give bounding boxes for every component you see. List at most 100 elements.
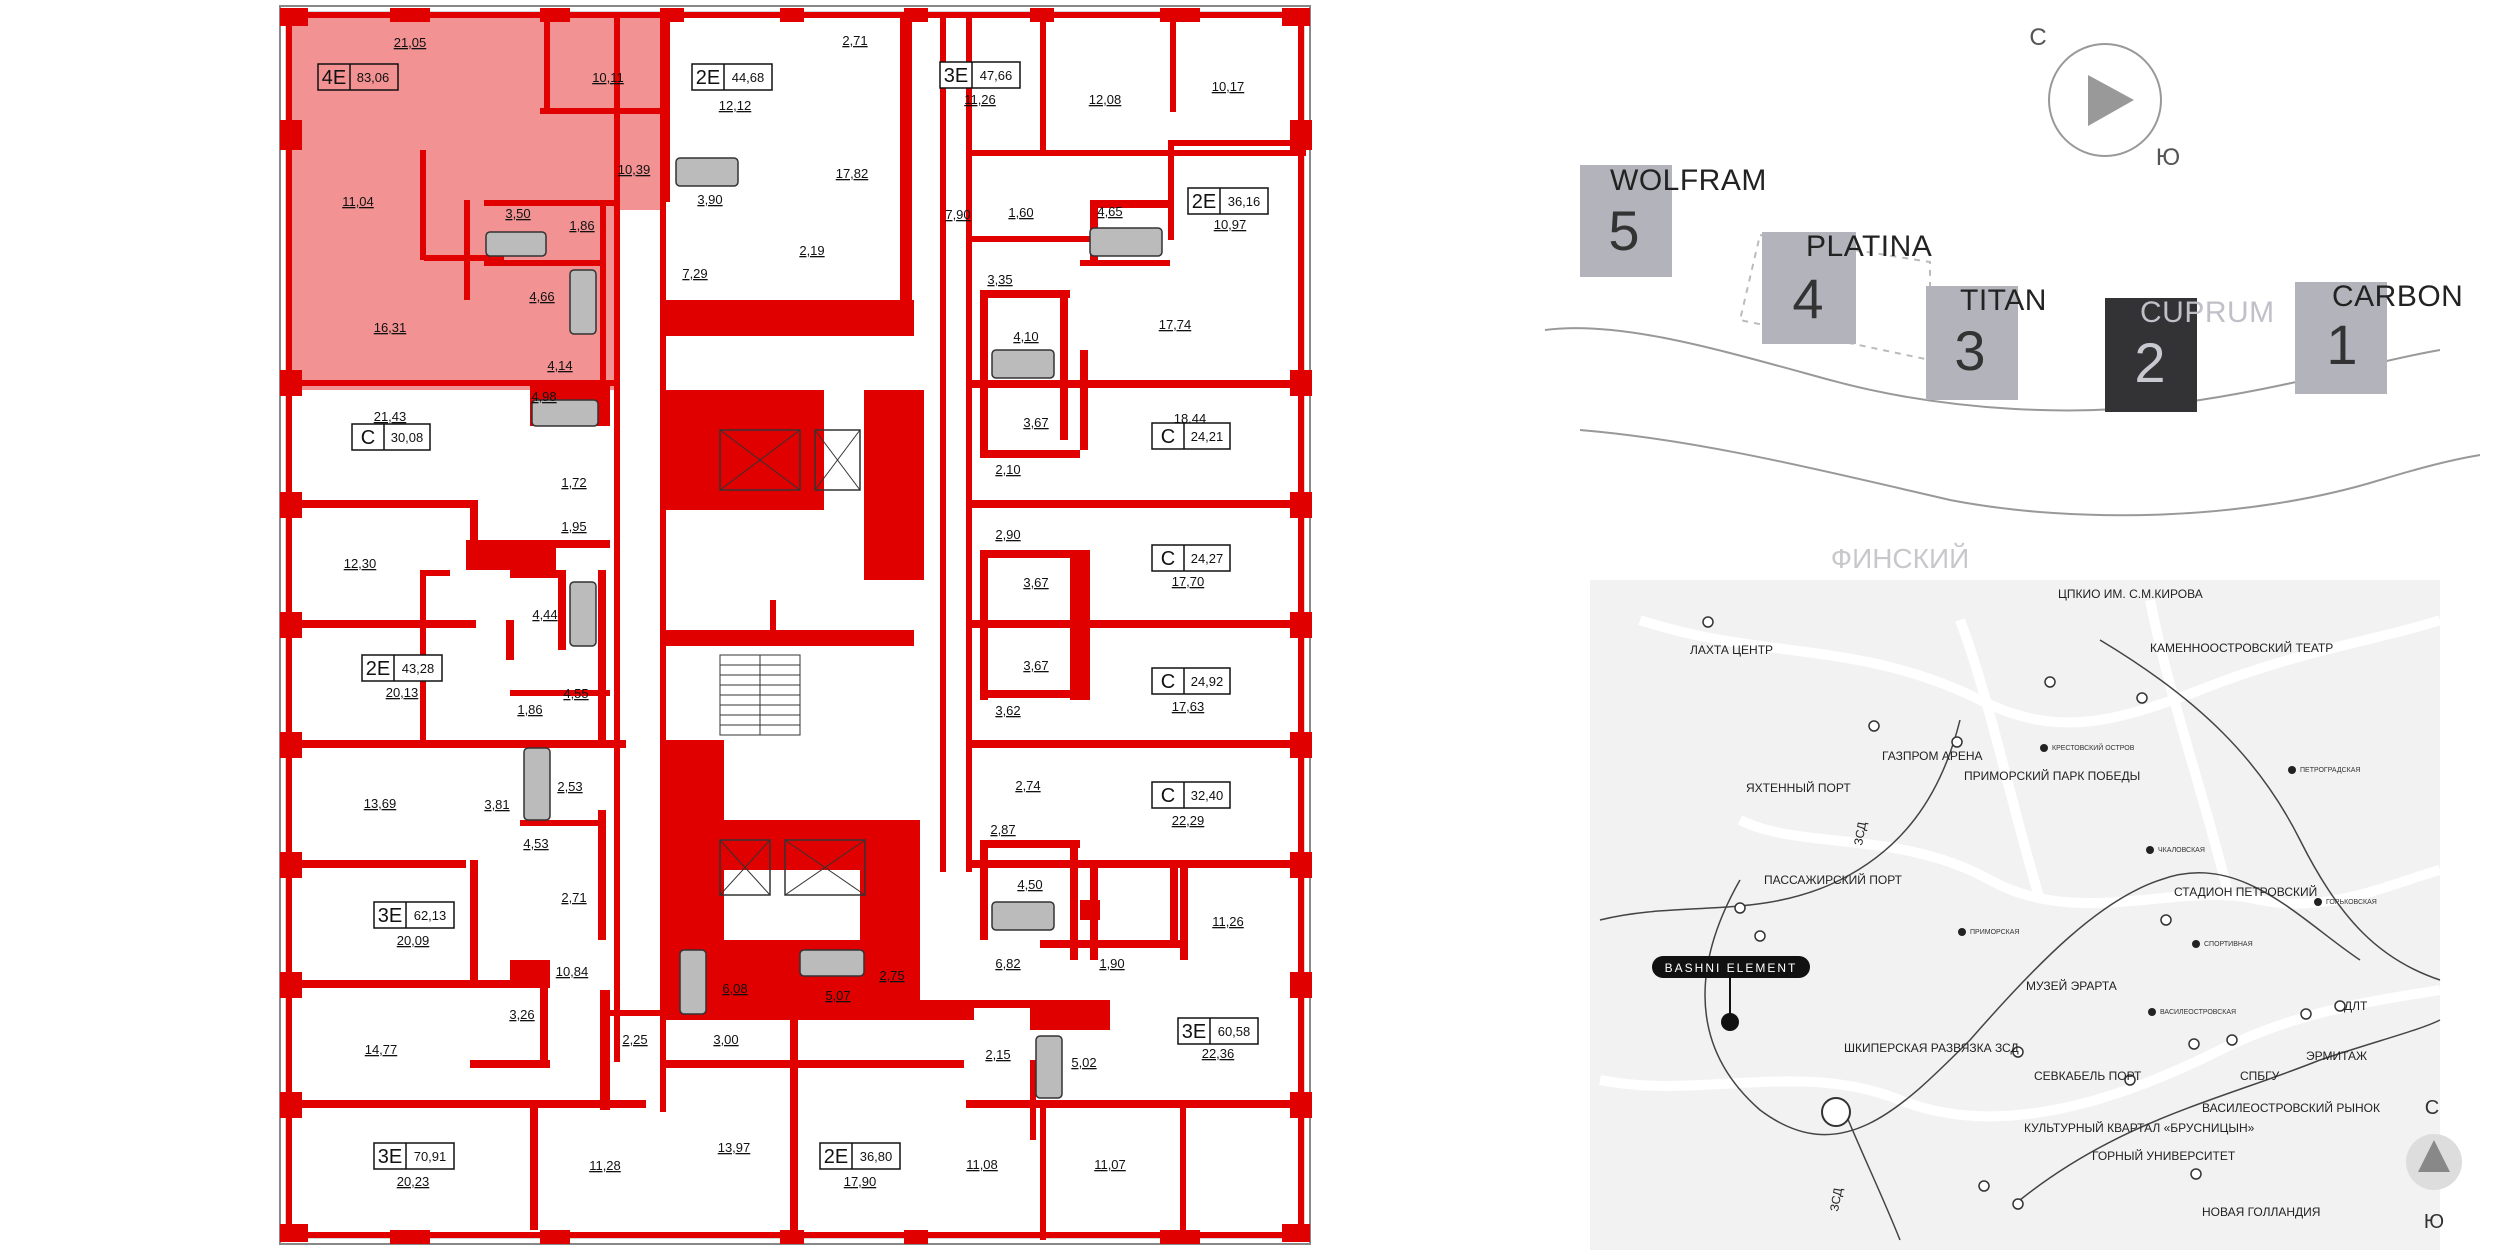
apartment-badge[interactable]: С 24,92: [1151, 667, 1231, 695]
apartment-badge[interactable]: С 32,40: [1151, 781, 1231, 809]
building-number: 2: [2134, 331, 2165, 394]
apartment-badge[interactable]: 2Е 36,16: [1187, 187, 1269, 215]
metro-stations: КРЕСТОВСКИЙ ОСТРОВ ПЕТРОГРАДСКАЯ ЧКАЛОВС…: [1958, 743, 2377, 1016]
apartment-badge[interactable]: 3Е 62,13: [373, 901, 455, 929]
room-area: 3,00: [713, 1032, 738, 1047]
landmark-label: ПАССАЖИРСКИЙ ПОРТ: [1764, 872, 1903, 887]
room-area: 20,09: [397, 933, 430, 948]
floor-plan: 21,05 10,11 11,04 10,39 3,50 1,86 4,66 1…: [279, 5, 1312, 1245]
project-marker[interactable]: BASHNI ELEMENT: [1652, 956, 1810, 1031]
apartment-type: С: [361, 427, 375, 449]
room-area: 13,97: [718, 1140, 751, 1155]
room-area: 12,12: [719, 98, 752, 113]
room-area: 3,90: [697, 192, 722, 207]
apartment-area: 83,06: [357, 70, 390, 85]
room-area: 3,67: [1023, 575, 1048, 590]
building-number: 4: [1792, 267, 1823, 330]
apartment-badge[interactable]: 2Е 43,28: [361, 654, 443, 682]
building-platina[interactable]: PLATINA 4: [1762, 230, 1932, 344]
apartment-area: 30,08: [391, 430, 424, 445]
landmark-label: ГАЗПРОМ АРЕНА: [1882, 749, 1983, 763]
room-area: 2,87: [990, 822, 1015, 837]
room-area: 20,13: [386, 685, 419, 700]
apartment-area: 43,28: [402, 661, 435, 676]
room-area: 7,90: [945, 207, 970, 222]
room-area: 10,39: [618, 162, 651, 177]
compass-north: С: [2029, 24, 2046, 51]
apartment-badge[interactable]: С 30,08: [351, 423, 431, 451]
landmark-label: МУЗЕЙ ЭРАРТА: [2026, 978, 2117, 993]
room-area: 4,65: [1097, 204, 1122, 219]
room-area: 16,31: [374, 320, 407, 335]
room-area: 17,90: [844, 1174, 877, 1189]
apartment-badge[interactable]: 3Е 47,66: [939, 61, 1021, 89]
metro-label: ГОРЬКОВСКАЯ: [2326, 899, 2377, 906]
apartment-badge-selected[interactable]: 4Е 83,06: [317, 63, 399, 91]
apartment-area: 24,27: [1191, 551, 1224, 566]
room-area: 3,62: [995, 703, 1020, 718]
room-area: 2,25: [622, 1032, 647, 1047]
metro-label: ПЕТРОГРАДСКАЯ: [2300, 767, 2360, 774]
metro-label: ЧКАЛОВСКАЯ: [2158, 847, 2205, 854]
metro-label: ПРИМОРСКАЯ: [1970, 929, 2019, 936]
room-area: 2,19: [799, 243, 824, 258]
apartment-area: 47,66: [980, 68, 1013, 83]
room-area: 21,05: [394, 35, 427, 50]
room-area: 3,67: [1023, 415, 1048, 430]
room-area: 4,98: [531, 389, 556, 404]
apartment-badge[interactable]: 3Е 70,91: [373, 1142, 455, 1170]
core-stairs-elevators: [719, 429, 866, 896]
room-area: 4,53: [523, 836, 548, 851]
landmark-label: СТАДИОН ПЕТРОВСКИЙ: [2174, 884, 2317, 899]
map-compass-north: С: [2425, 1097, 2439, 1119]
building-wolfram[interactable]: WOLFRAM 5: [1580, 164, 1767, 277]
landmark-label: ПРИМОРСКИЙ ПАРК ПОБЕДЫ: [1964, 768, 2140, 783]
room-area: 4,10: [1013, 329, 1038, 344]
room-area: 6,08: [722, 981, 747, 996]
building-titan[interactable]: TITAN 3: [1926, 284, 2047, 400]
room-area: 11,26: [964, 92, 996, 107]
room-area: 21,43: [374, 409, 407, 424]
building-carbon[interactable]: CARBON 1: [2295, 280, 2463, 394]
landmark-label: ЯХТЕННЫЙ ПОРТ: [1746, 780, 1851, 795]
room-area: 3,81: [484, 797, 509, 812]
room-area: 4,50: [1017, 877, 1042, 892]
apartment-area: 62,13: [414, 908, 447, 923]
room-area: 11,08: [966, 1157, 998, 1172]
room-area: 3,67: [1023, 658, 1048, 673]
landmark-label: ЛАХТА ЦЕНТР: [1690, 643, 1773, 657]
room-area: 2,53: [557, 779, 582, 794]
room-area: 22,29: [1172, 813, 1205, 828]
apartment-badge[interactable]: 2Е 44,68: [691, 63, 773, 91]
interchange-icon: [1821, 1097, 1851, 1127]
apartment-badges: 4Е 83,06 2Е 44,68 3Е 47,66 2Е 36,16: [317, 61, 1269, 1170]
apartment-badge[interactable]: С 24,27: [1151, 544, 1231, 572]
apartment-badge[interactable]: 2Е 36,80: [819, 1142, 901, 1170]
apartment-type: С: [1161, 785, 1175, 807]
apartment-type: 2Е: [696, 67, 720, 89]
project-label: BASHNI ELEMENT: [1665, 961, 1798, 975]
room-area: 11,28: [589, 1158, 621, 1173]
building-number: 5: [1608, 199, 1639, 262]
room-area: 2,10: [995, 462, 1020, 477]
apartment-badge[interactable]: 3Е 60,58: [1177, 1017, 1259, 1045]
gulf-label: ФИНСКИЙ: [1831, 543, 1969, 574]
building-name: PLATINA: [1806, 230, 1932, 263]
metro-label: ВАСИЛЕОСТРОВСКАЯ: [2160, 1009, 2236, 1016]
building-name: CUPRUM: [2140, 296, 2275, 329]
apartment-type: 2Е: [824, 1146, 848, 1168]
room-area: 10,97: [1214, 217, 1247, 232]
room-area: 2,15: [985, 1047, 1010, 1062]
landmark-label: ДЛТ: [2344, 999, 2368, 1013]
room-area: 2,74: [1015, 778, 1040, 793]
compass-arrow-icon: [2088, 75, 2134, 126]
room-area: 5,02: [1071, 1055, 1096, 1070]
room-area: 1,86: [569, 218, 594, 233]
room-area: 2,71: [842, 33, 867, 48]
apartment-type: 2Е: [366, 658, 390, 680]
room-area: 3,35: [987, 272, 1012, 287]
building-cuprum-selected[interactable]: CUPRUM 2: [2105, 296, 2275, 412]
apartment-badge[interactable]: С 24,21: [1151, 422, 1231, 450]
apartment-type: С: [1161, 548, 1175, 570]
